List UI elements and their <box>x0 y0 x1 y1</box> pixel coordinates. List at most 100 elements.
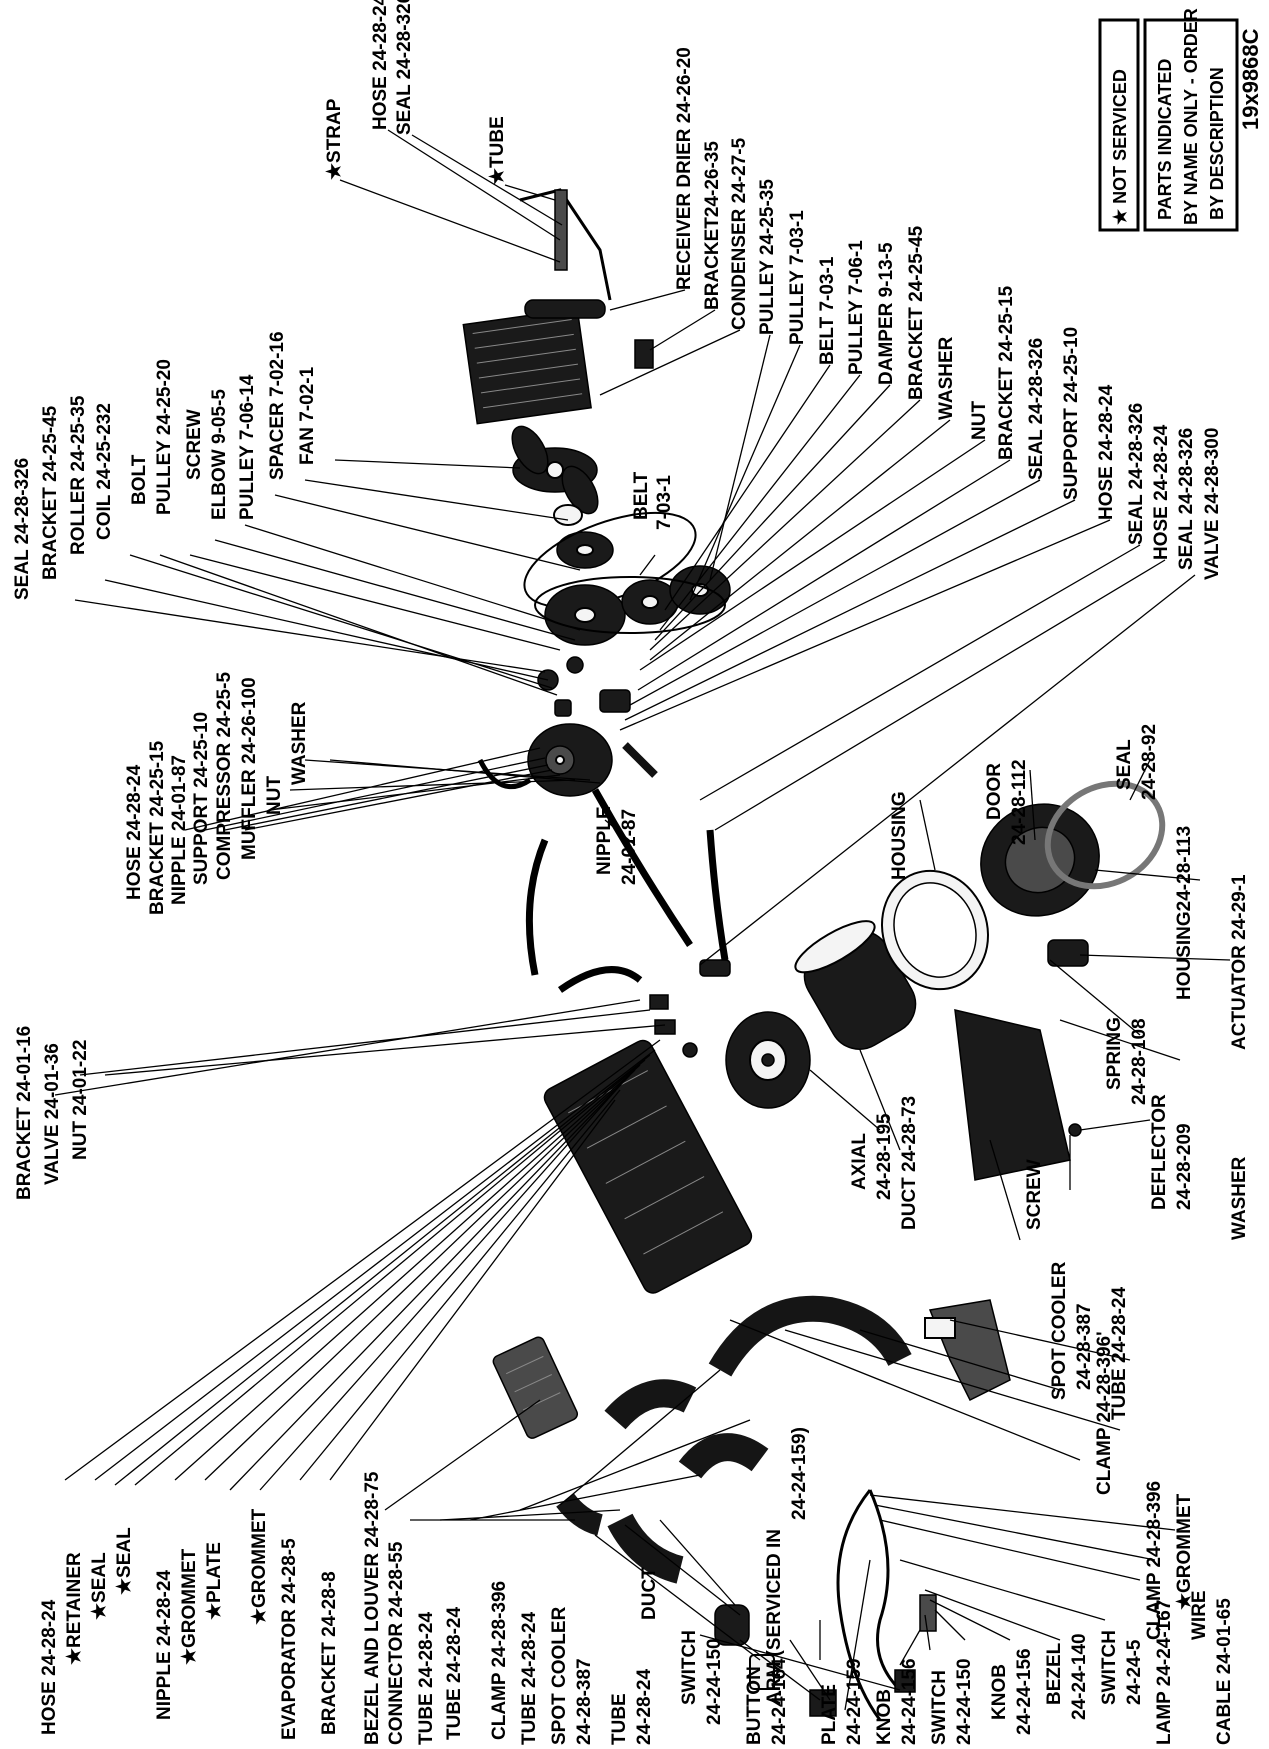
label-seal-24-28-326-r2: SEAL 24-28-326 <box>1126 403 1147 545</box>
label-actuator: ACTUATOR 24-29-1 <box>1229 874 1250 1050</box>
label-nipple-center-1: NIPPLE <box>594 806 615 875</box>
label-elbow: ELBOW 9-05-5 <box>209 389 230 520</box>
switch-cluster-part <box>809 1689 837 1717</box>
labels-mid-left: HOSE 24-28-24 BRACKET 24-25-15 NIPPLE 24… <box>14 672 640 1200</box>
label-clamp-396-l: CLAMP 24-28-396 <box>489 1581 510 1740</box>
label-plate-star: ★PLATE <box>204 1542 225 1620</box>
legend-parts-note-line3: BY DESCRIPTION <box>1207 67 1227 220</box>
label-spot-cooler-l2: 24-28-387 <box>574 1658 595 1745</box>
legend-parts-note-box <box>1143 18 1239 232</box>
label-tube-l2: TUBE 24-28-24 <box>444 1607 465 1740</box>
label-grommet-star-2: ★GROMMET <box>249 1508 270 1625</box>
label-bezel-140-1: BEZEL <box>1044 1642 1065 1705</box>
label-strap: ★STRAP <box>324 98 345 180</box>
hose-long-part-2 <box>706 829 729 961</box>
label-nipple-center-2: 24-01-87 <box>619 809 640 885</box>
label-clamp-396-r: CLAMP 24-28-396' <box>1094 1331 1115 1495</box>
diagram-id: 19x9868C <box>1238 28 1263 130</box>
label-screw-top: SCREW <box>184 409 205 480</box>
label-axial-1: AXIAL <box>849 1133 870 1190</box>
label-door-1: DOOR <box>984 763 1005 820</box>
label-belt-7-03-1: BELT 7-03-1 <box>817 256 838 365</box>
label-spring-2: 24-28-108 <box>1129 1018 1150 1105</box>
label-clamp-grommet-2: ★GROMMET <box>1174 1493 1195 1610</box>
duct-low-part <box>714 1604 750 1646</box>
label-muffler: MUFFLER 24-26-100 <box>239 677 260 860</box>
label-switch-150b-2: 24-24-150 <box>954 1658 975 1745</box>
housing-113-part <box>980 803 1100 917</box>
big-tube-5-part <box>556 1493 604 1536</box>
label-nut-r: NUT <box>969 401 990 440</box>
label-support-24-25-10-r: SUPPORT 24-25-10 <box>1061 327 1082 500</box>
label-bracket-24-26-35: BRACKET24-26-35 <box>702 141 723 310</box>
label-tube-l4-2: 24-28-24 <box>634 1669 655 1745</box>
label-pulley-24-25-20: PULLEY 24-25-20 <box>154 359 175 515</box>
label-plate-159-1: PLATE <box>819 1684 840 1745</box>
label-arm: ARM (SERVICED IN <box>764 1529 785 1705</box>
label-hose-mid: HOSE 24-28-24 <box>124 764 145 900</box>
spot-cooler-left-part <box>749 1654 775 1690</box>
axial-blower-part <box>725 1011 811 1109</box>
deflector-part <box>954 1009 1071 1181</box>
housing-center-part <box>881 869 989 991</box>
duct-73-part <box>794 920 917 1050</box>
label-coil: COIL 24-25-232 <box>94 403 115 540</box>
nipple-hose-part <box>525 838 549 976</box>
label-deflector-1: DEFLECTOR <box>1149 1094 1170 1210</box>
label-cable: CABLE 24-01-65 <box>1214 1598 1235 1745</box>
label-knob-156-1: KNOB <box>874 1689 895 1745</box>
fan-part <box>511 425 599 515</box>
label-valve-24-28-300: VALVE 24-28-300 <box>1202 428 1223 580</box>
label-deflector-2: 24-28-209 <box>1174 1123 1195 1210</box>
label-bracket-24-25-45-r: BRACKET 24-25-45 <box>906 225 927 400</box>
label-seal-24-28-326-l: SEAL 24-28-326 <box>12 458 33 600</box>
label-switch-150b-1: SWITCH <box>929 1670 950 1745</box>
strap-part <box>554 189 568 271</box>
label-spot-cooler-l1: SPOT COOLER <box>549 1606 570 1745</box>
label-switch-5-1: SWITCH <box>1099 1630 1120 1705</box>
label-bracket-24-25-15-r: BRACKET 24-25-15 <box>996 285 1017 460</box>
label-spacer: SPACER 7-02-16 <box>267 331 288 480</box>
label-tube-top: ★TUBE <box>487 116 508 185</box>
leader-lines <box>54 129 1231 1711</box>
label-switch-150-1: SWITCH <box>679 1630 700 1705</box>
label-pulley-7-06-14: PULLEY 7-06-14 <box>237 374 258 520</box>
muffler-part <box>622 742 658 778</box>
label-lamp: LAMP 24-24-167 <box>1154 1600 1175 1745</box>
label-duct-low: DUCT <box>639 1567 660 1620</box>
valve-part <box>699 959 731 977</box>
legend-not-serviced-text: ★ NOT SERVICED <box>1110 69 1130 225</box>
label-button-2: 24-24-164 <box>769 1658 790 1745</box>
legend-parts-note: PARTS INDICATED BY NAME ONLY - ORDER BY … <box>1143 8 1239 232</box>
big-tube-1-part <box>708 1295 912 1377</box>
spot-cooler-right-part <box>924 1299 1011 1402</box>
label-screw-low: SCREW <box>1024 1159 1045 1230</box>
label-seal-star-2: ★SEAL <box>114 1527 135 1595</box>
label-wire: WIRE <box>1189 1590 1210 1640</box>
label-condenser: CONDENSER 24-27-5 <box>729 137 750 330</box>
label-tube-l3: TUBE 24-28-24 <box>519 1612 540 1745</box>
label-nut-mid: NUT <box>264 776 285 815</box>
label-valve-24-01-36: VALVE 24-01-36 <box>42 1043 63 1185</box>
label-seal-24-28-326-r3: SEAL 24-28-326 <box>1176 428 1197 570</box>
label-seal-top: SEAL 24-28-326 <box>394 0 415 135</box>
label-compressor: COMPRESSOR 24-25-5 <box>214 672 235 880</box>
bracket-drier-part <box>634 339 654 369</box>
label-nipple-mid: NIPPLE 24-01-87 <box>169 755 190 905</box>
label-damper: DAMPER 9-13-5 <box>876 242 897 385</box>
hose-curve-part <box>557 966 643 993</box>
label-seal-24-28-326-r: SEAL 24-28-326 <box>1026 338 1047 480</box>
valve-small-part <box>654 1019 676 1035</box>
label-fan: FAN 7-02-1 <box>297 366 318 465</box>
label-knob-156-2: 24-24-156 <box>899 1658 920 1745</box>
label-nipple-low-l: NIPPLE 24-28-24 <box>154 1570 175 1720</box>
label-pulley-24-25-35: PULLEY 24-25-35 <box>757 179 778 335</box>
label-button-1: BUTTON <box>744 1666 765 1745</box>
label-plate-159-2: 24-24-159 <box>844 1658 865 1745</box>
legend-parts-note-line2: BY NAME ONLY - ORDER <box>1181 8 1201 225</box>
label-bezel-140-2: 24-24-140 <box>1069 1633 1090 1720</box>
hose-long-part <box>591 788 693 947</box>
label-pulley-7-03-1: PULLEY 7-03-1 <box>787 210 808 345</box>
button-cluster-part <box>894 1669 916 1693</box>
